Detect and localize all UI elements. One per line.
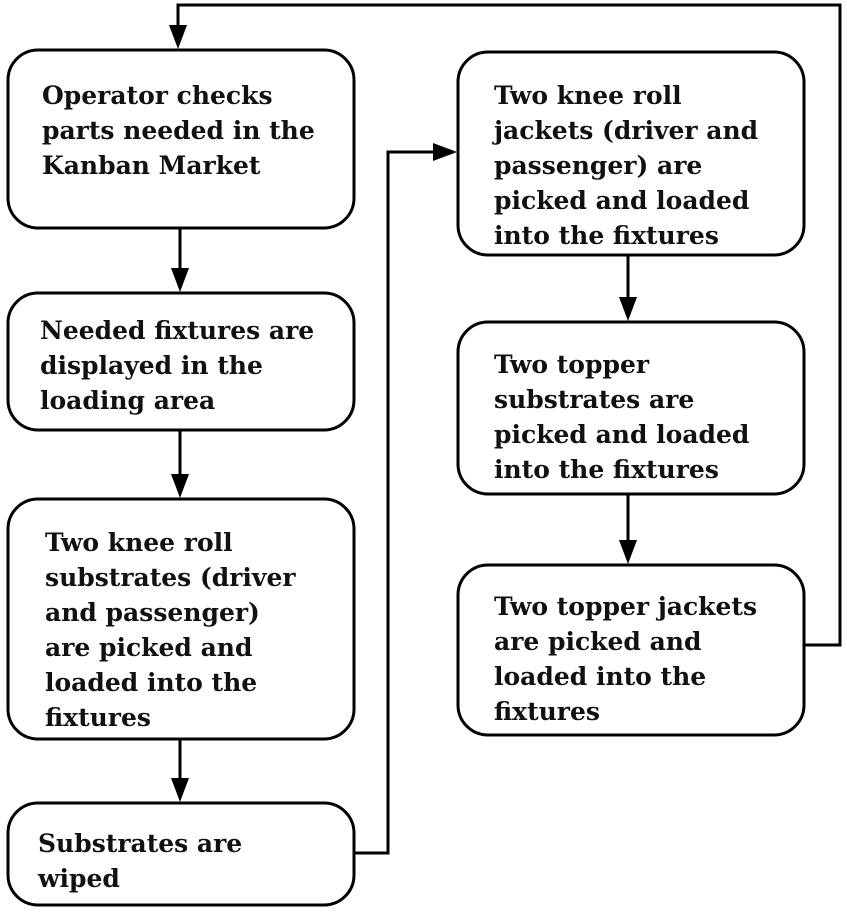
process-step-s6: Two topper substrates are picked and loade… [456, 320, 806, 496]
label-line: into the fixtures [494, 455, 719, 484]
label-line: passenger) are [494, 151, 702, 180]
label-line: Two knee roll [494, 81, 682, 110]
process-box [456, 50, 806, 257]
process-step-s3: Two knee roll substrates (driver and passe… [6, 497, 356, 741]
connector-s1-to-s2 [171, 228, 189, 292]
label-line: fixtures [494, 697, 600, 726]
process-step-s5: Two knee roll jackets (driver and passenge… [456, 50, 806, 257]
label-line: and passenger) [45, 598, 260, 627]
label-line: into the fixtures [494, 221, 719, 250]
process-step-label: Two knee roll substrates (driver and passe… [45, 528, 296, 732]
connector-s6-to-s7 [619, 494, 637, 564]
process-step-label: Two topper jackets are picked and loaded i… [494, 592, 757, 726]
connector-line [354, 150, 433, 855]
arrowhead-icon [171, 778, 189, 802]
process-step-label: Two knee roll jackets (driver and passenge… [492, 81, 758, 250]
label-line: are picked and [45, 633, 252, 662]
label-line: Two knee roll [45, 528, 233, 557]
label-line: Two topper [494, 350, 650, 379]
process-step-label: Needed fixtures are displayed in the loadi… [40, 316, 314, 415]
label-line: Two topper jackets [494, 592, 757, 621]
label-line: substrates are [494, 385, 694, 414]
label-line: Needed fixtures are [40, 316, 314, 345]
label-line: fixtures [45, 703, 151, 732]
label-line: Substrates are [38, 829, 242, 858]
process-step-s7: Two topper jackets are picked and loaded i… [456, 563, 806, 737]
label-line: jackets (driver and [492, 116, 758, 145]
connector-s5-to-s6 [619, 255, 637, 321]
label-line: parts needed in the [42, 116, 315, 145]
arrowhead-icon [169, 25, 187, 49]
connector-s4-to-s5 [354, 143, 457, 855]
process-box [6, 48, 356, 230]
process-step-s2: Needed fixtures are displayed in the loadi… [6, 291, 356, 432]
connector-line [176, 3, 842, 647]
label-line: substrates (driver [45, 563, 296, 592]
arrowhead-icon [619, 297, 637, 321]
arrowhead-icon [433, 143, 457, 161]
label-line: loaded into the [45, 668, 257, 697]
arrowhead-icon [619, 540, 637, 564]
connector-s7-to-s1 [169, 3, 842, 647]
label-line: picked and loaded [494, 186, 749, 215]
label-line: Kanban Market [42, 151, 261, 180]
label-line: loaded into the [494, 662, 706, 691]
connector-s2-to-s3 [171, 430, 189, 498]
arrowhead-icon [171, 268, 189, 292]
process-box [456, 563, 806, 737]
process-box [456, 320, 806, 496]
process-box [6, 497, 356, 741]
label-line: Operator checks [42, 81, 273, 110]
process-step-label: Two topper substrates are picked and loade… [494, 350, 749, 484]
process-step-label: Substrates are wiped [37, 829, 242, 893]
label-line: picked and loaded [494, 420, 749, 449]
label-line: loading area [40, 386, 215, 415]
label-line: are picked and [494, 627, 701, 656]
process-step-s4: Substrates are wiped [6, 801, 356, 907]
process-box [6, 801, 356, 907]
arrowhead-icon [171, 474, 189, 498]
label-line: displayed in the [40, 351, 263, 380]
connector-s3-to-s4 [171, 739, 189, 802]
process-box [6, 291, 356, 432]
label-line: wiped [37, 864, 120, 893]
